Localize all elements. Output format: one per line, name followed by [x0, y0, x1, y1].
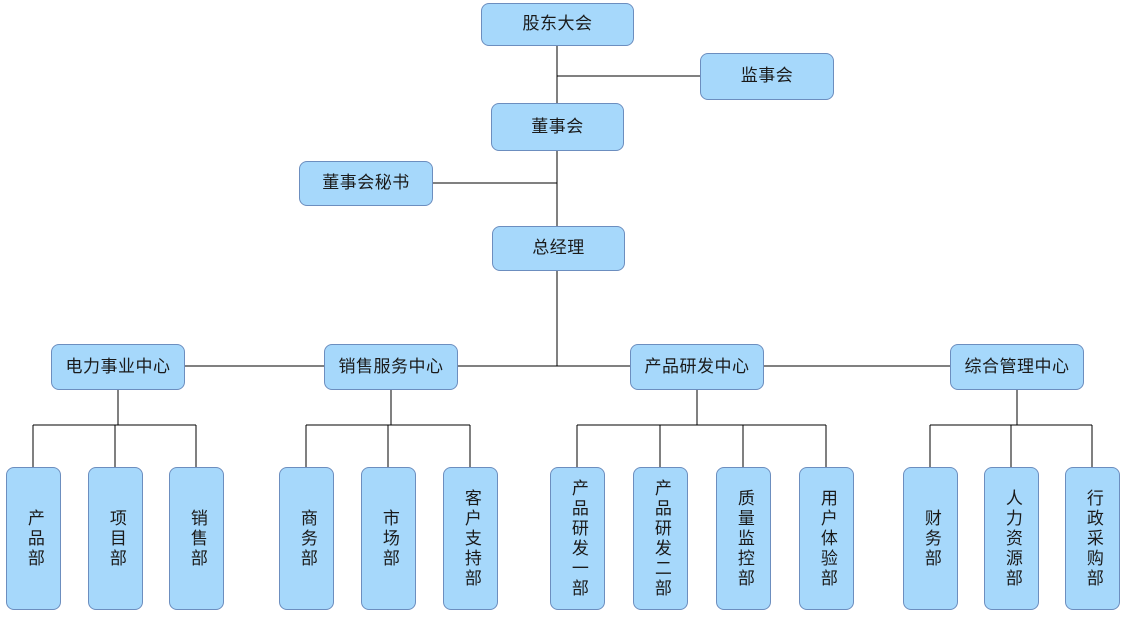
- node-supervisory-board[interactable]: 监事会: [700, 53, 834, 100]
- node-label: 监事会: [740, 66, 794, 86]
- node-label: 人力资源部: [1002, 488, 1022, 589]
- node-label: 产品研发二部: [651, 478, 671, 599]
- node-shareholders[interactable]: 股东大会: [481, 3, 634, 46]
- node-hr-dept[interactable]: 人力资源部: [984, 467, 1039, 610]
- node-general-management-center[interactable]: 综合管理中心: [950, 344, 1084, 390]
- node-finance-dept[interactable]: 财务部: [903, 467, 958, 610]
- node-board-of-directors[interactable]: 董事会: [491, 103, 624, 151]
- node-label: 产品研发中心: [644, 356, 750, 376]
- node-power-business-center[interactable]: 电力事业中心: [51, 344, 185, 390]
- node-label: 用户体验部: [817, 488, 837, 589]
- node-general-manager[interactable]: 总经理: [492, 226, 625, 271]
- node-label: 董事会: [531, 116, 584, 136]
- node-label: 质量监控部: [734, 488, 754, 589]
- node-admin-procurement-dept[interactable]: 行政采购部: [1065, 467, 1120, 610]
- node-label: 综合管理中心: [964, 356, 1070, 376]
- node-label: 总经理: [532, 238, 585, 258]
- node-label: 董事会秘书: [322, 173, 410, 193]
- node-product-dept[interactable]: 产品部: [6, 467, 61, 610]
- node-label: 财务部: [921, 508, 941, 569]
- node-market-dept[interactable]: 市场部: [361, 467, 416, 610]
- node-sales-dept[interactable]: 销售部: [169, 467, 224, 610]
- node-sales-service-center[interactable]: 销售服务中心: [324, 344, 458, 390]
- node-label: 项目部: [106, 508, 126, 569]
- node-label: 销售部: [187, 508, 207, 569]
- node-rnd-dept-2[interactable]: 产品研发二部: [633, 467, 688, 610]
- node-label: 股东大会: [522, 14, 593, 34]
- node-board-secretary[interactable]: 董事会秘书: [299, 161, 433, 206]
- node-customer-support-dept[interactable]: 客户支持部: [443, 467, 498, 610]
- node-label: 产品研发一部: [568, 478, 588, 599]
- node-user-experience-dept[interactable]: 用户体验部: [799, 467, 854, 610]
- node-product-rnd-center[interactable]: 产品研发中心: [630, 344, 764, 390]
- node-business-dept[interactable]: 商务部: [279, 467, 334, 610]
- node-label: 销售服务中心: [338, 356, 444, 376]
- node-label: 电力事业中心: [65, 356, 171, 376]
- node-label: 产品部: [24, 508, 44, 569]
- node-label: 商务部: [297, 508, 317, 569]
- node-label: 市场部: [379, 508, 399, 569]
- node-label: 行政采购部: [1083, 488, 1103, 589]
- node-project-dept[interactable]: 项目部: [88, 467, 143, 610]
- node-quality-control-dept[interactable]: 质量监控部: [716, 467, 771, 610]
- node-rnd-dept-1[interactable]: 产品研发一部: [550, 467, 605, 610]
- node-label: 客户支持部: [461, 488, 481, 589]
